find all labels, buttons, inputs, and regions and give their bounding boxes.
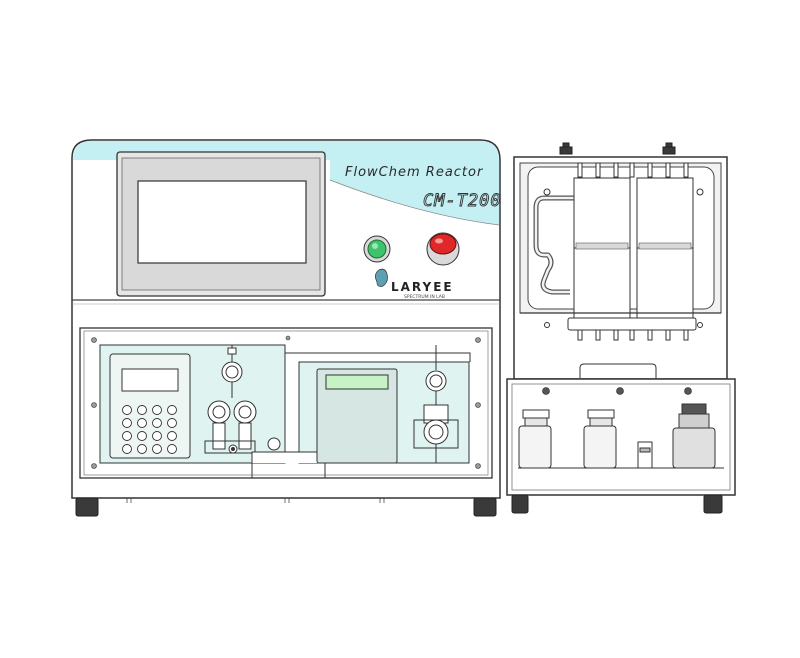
pump-controller-right (316, 368, 398, 464)
sample-vial (637, 441, 653, 469)
pump-head-right (413, 345, 459, 463)
touch-screen[interactable] (116, 151, 326, 297)
foot-right (473, 497, 497, 517)
lid-knobs[interactable] (559, 142, 676, 155)
brand-name: LARYEE (391, 280, 454, 294)
product-name: FlowChem Reactor (345, 165, 484, 180)
collection-bottle (672, 403, 716, 469)
brand-logo: LARYEE SPECTRUM IN LAB (375, 268, 454, 300)
panel-latch (251, 451, 326, 463)
reactor-plates (573, 177, 694, 319)
reagent-bottle-1 (518, 409, 552, 469)
start-button[interactable] (363, 235, 391, 263)
foot-left (75, 497, 99, 517)
keypad-display (121, 368, 179, 392)
reactor-module (506, 142, 736, 514)
accent-band (73, 141, 499, 225)
model-name: CM-T200 (423, 191, 502, 211)
main-unit: FlowChem Reactor CM-T200 LARYEE SPECTRUM… (71, 139, 502, 517)
pump-head-left (204, 345, 281, 454)
keypad[interactable] (122, 405, 177, 454)
pump-display-right (325, 374, 389, 390)
keypad-controller (109, 353, 191, 459)
reagent-bottle-2 (583, 409, 617, 469)
emergency-stop-button[interactable] (426, 232, 460, 266)
brand-tagline: SPECTRUM IN LAB (404, 294, 445, 300)
